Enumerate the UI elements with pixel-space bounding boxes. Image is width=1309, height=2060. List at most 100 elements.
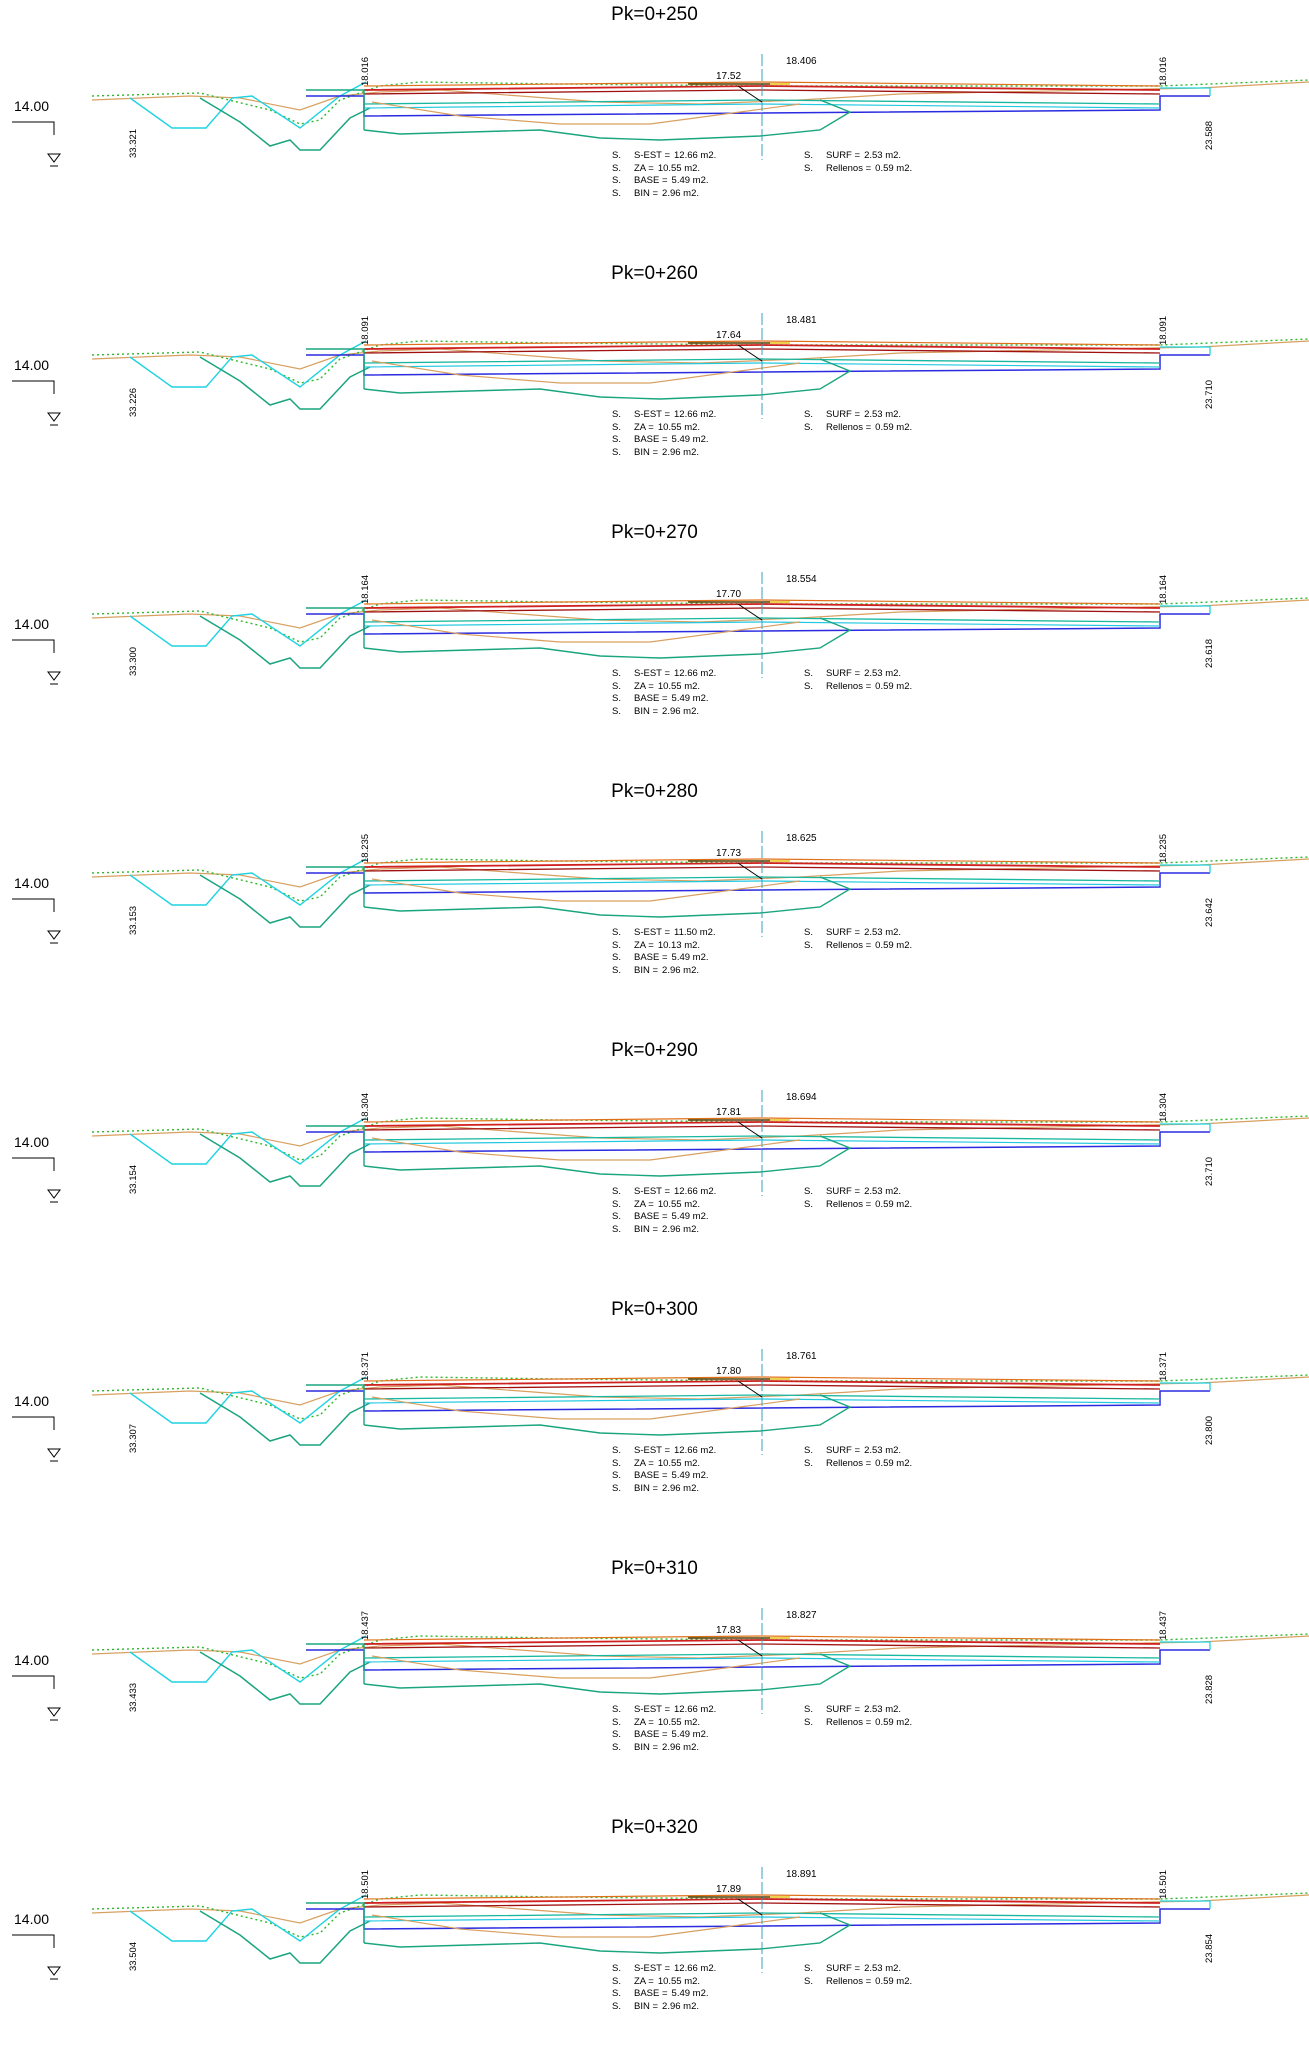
section-title: Pk=0+260	[611, 263, 698, 284]
area-key: BASE =	[634, 1470, 668, 1481]
left-slope-green	[199, 1133, 371, 1187]
road-layer-teal	[363, 1135, 1161, 1141]
road-surface-darkred	[363, 1643, 1161, 1649]
area-value: 2.53 m2.	[864, 1186, 902, 1197]
left-ditch-cyan	[129, 599, 367, 647]
area-row: S.ZA =10.55 m2.	[612, 1717, 716, 1730]
area-value: 2.96 m2.	[662, 1741, 699, 1753]
left-slope-green	[199, 356, 371, 410]
section-title: Pk=0+310	[611, 1558, 698, 1579]
right-offset: 23.710	[1204, 1156, 1215, 1186]
right-top-elevation: 18.091	[1158, 315, 1169, 345]
existing-ground-line	[91, 1894, 1309, 1924]
datum-triangle-icon	[47, 1707, 61, 1717]
area-row: S.ZA =10.55 m2.	[612, 422, 716, 435]
area-key: SURF =	[826, 1963, 861, 1974]
datum-triangle-icon	[47, 1966, 61, 1976]
axis-arrow	[737, 603, 763, 621]
area-key: S-EST =	[634, 1186, 670, 1197]
right-top-elevation: 18.437	[1158, 1610, 1169, 1640]
area-row: S.BIN =2.96 m2.	[612, 1483, 716, 1496]
road-surface-orange	[363, 1894, 1161, 1900]
axis-elevation: 17.83	[716, 1625, 742, 1636]
left-slope-green	[199, 615, 371, 669]
area-row: S.Rellenos =0.59 m2.	[804, 1199, 912, 1212]
left-edge-teal	[306, 1643, 365, 1684]
area-prefix: S.	[804, 1457, 813, 1469]
area-value: 2.96 m2.	[662, 964, 699, 976]
area-row: S.BASE =5.49 m2.	[612, 1470, 716, 1483]
area-prefix: S.	[804, 150, 813, 161]
subgrade-curve	[371, 101, 801, 125]
area-key: ZA =	[634, 1457, 654, 1469]
road-surface-red	[363, 344, 1161, 350]
area-prefix: S.	[804, 668, 813, 679]
areas-right: S.SURF =2.53 m2.S.Rellenos =0.59 m2.	[804, 1704, 912, 1729]
reference-elevation: 14.00	[14, 1134, 50, 1150]
area-prefix: S.	[612, 1704, 621, 1715]
area-key: S-EST =	[634, 409, 670, 420]
area-row: S.S-EST =12.66 m2.	[612, 409, 716, 422]
area-row: S.S-EST =12.66 m2.	[612, 1186, 716, 1199]
road-surface-orange	[363, 599, 1161, 605]
area-value: 2.53 m2.	[864, 1704, 902, 1715]
area-value: 2.96 m2.	[662, 1223, 699, 1235]
area-value: 10.55 m2.	[657, 1457, 701, 1469]
road-layer-cyan	[363, 1657, 1161, 1663]
area-row: S.BASE =5.49 m2.	[612, 434, 716, 447]
road-layer-blue	[306, 872, 1210, 894]
area-prefix: S.	[612, 187, 621, 199]
axis-arrow	[737, 1380, 763, 1398]
area-row: S.S-EST =12.66 m2.	[612, 668, 716, 681]
road-layer-teal	[363, 99, 1161, 105]
datum-line	[12, 1157, 55, 1171]
area-key: BIN =	[634, 187, 659, 199]
right-edge-cyan	[1160, 605, 1211, 614]
road-layer-cyan	[363, 103, 1161, 109]
area-row: S.SURF =2.53 m2.	[804, 1445, 912, 1458]
road-layer-cyan	[363, 362, 1161, 368]
road-layer-cyan	[363, 1139, 1161, 1145]
area-key: BIN =	[634, 1482, 659, 1494]
fill-bottom-teal	[363, 358, 852, 400]
left-top-elevation: 18.235	[360, 833, 371, 863]
area-row: S.SURF =2.53 m2.	[804, 1186, 912, 1199]
area-key: BASE =	[634, 693, 668, 704]
area-value: 12.66 m2.	[674, 1445, 717, 1456]
areas-right: S.SURF =2.53 m2.S.Rellenos =0.59 m2.	[804, 668, 912, 693]
area-value: 0.59 m2.	[875, 1198, 913, 1210]
section-drawing	[12, 1608, 1309, 1721]
area-key: S-EST =	[634, 1963, 670, 1974]
datum-triangle-icon	[47, 1189, 61, 1199]
area-value: 10.55 m2.	[657, 1198, 701, 1210]
center-elevation: 18.891	[786, 1869, 817, 1880]
reference-elevation: 14.00	[14, 357, 50, 373]
section-drawing	[12, 831, 1309, 944]
area-key: S-EST =	[634, 1704, 670, 1715]
area-value: 10.55 m2.	[657, 1975, 701, 1987]
fill-bottom-teal	[363, 1912, 852, 1954]
area-key: ZA =	[634, 680, 654, 692]
area-value: 0.59 m2.	[875, 1975, 913, 1987]
subgrade-curve	[371, 1914, 801, 1938]
existing-ground-line	[91, 599, 1309, 629]
section-drawing	[12, 1867, 1309, 1980]
area-value: 5.49 m2.	[671, 1211, 709, 1222]
areas-left: S.S-EST =12.66 m2.S.ZA =10.55 m2.S.BASE …	[612, 1704, 716, 1754]
area-value: 0.59 m2.	[875, 162, 913, 174]
left-top-elevation: 18.164	[360, 574, 371, 604]
areas-right: S.SURF =2.53 m2.S.Rellenos =0.59 m2.	[804, 1963, 912, 1988]
area-prefix: S.	[612, 680, 621, 692]
area-prefix: S.	[804, 927, 813, 938]
area-key: SURF =	[826, 409, 861, 420]
existing-ground-line	[91, 1376, 1309, 1406]
area-prefix: S.	[612, 1211, 621, 1222]
center-elevation: 18.554	[786, 574, 817, 585]
area-row: S.ZA =10.55 m2.	[612, 163, 716, 176]
area-row: S.ZA =10.55 m2.	[612, 1458, 716, 1471]
right-edge-cyan	[1160, 1123, 1211, 1132]
existing-ground-line	[91, 1117, 1309, 1147]
area-prefix: S.	[804, 1975, 813, 1987]
